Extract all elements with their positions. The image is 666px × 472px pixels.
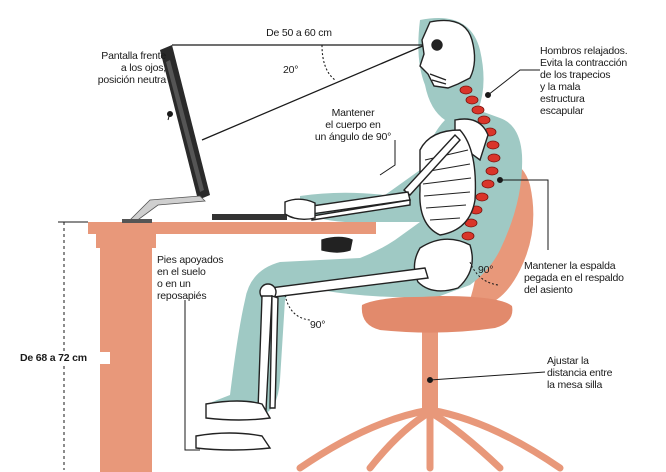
shoulders-label: Hombros relajados. Evita la contracción … — [540, 45, 666, 117]
desk-height-dimension — [58, 222, 88, 470]
screen-position-label: Pantalla frente a los ojos, posición neu… — [22, 50, 166, 86]
knee-angle-arc — [285, 295, 310, 320]
body-angle-label: Mantener el cuerpo en un ángulo de 90° — [300, 107, 406, 143]
chair-distance-label: Ajustar la distancia entre la mesa silla — [547, 355, 657, 391]
back-label: Mantener la espalda pegada en el respald… — [524, 260, 664, 296]
angle-arc-20 — [322, 45, 335, 80]
knee-angle-label: 90° — [310, 319, 325, 331]
chair-seat — [362, 296, 513, 333]
keyboard — [212, 214, 287, 220]
screen-angle-label: 20° — [283, 64, 298, 76]
chair-base — [300, 410, 560, 468]
hip-angle-label: 90° — [478, 264, 493, 276]
feet-label: Pies apoyados en el suelo o en un reposa… — [157, 254, 257, 302]
chair-column — [422, 325, 438, 413]
screen-distance-label: De 50 a 60 cm — [244, 27, 354, 39]
desk-height-label: De 68 a 72 cm — [20, 352, 110, 364]
